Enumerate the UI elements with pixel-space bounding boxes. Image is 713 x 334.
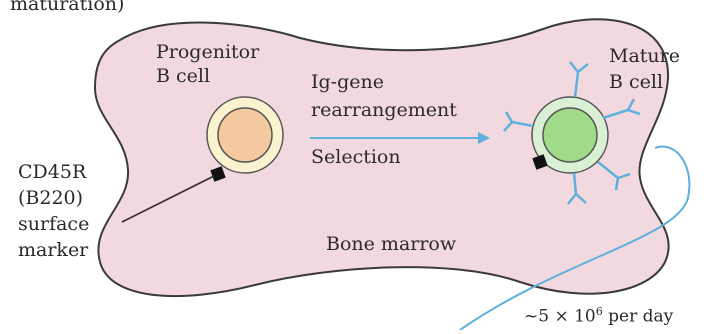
marker-label-line3: surface xyxy=(18,212,89,237)
process-label-line3: Selection xyxy=(311,145,401,170)
rate-exponent: 6 xyxy=(596,305,603,318)
mature-label-line1: Mature xyxy=(609,44,680,69)
production-rate-label: ~5 × 106 per day xyxy=(524,299,673,330)
process-label-line2: rearrangement xyxy=(311,98,457,123)
rate-suffix: per day xyxy=(603,307,674,327)
marker-label-line2: (B220) xyxy=(18,186,83,211)
rate-prefix: ~5 × 10 xyxy=(524,307,596,327)
progenitor-nucleus xyxy=(218,108,272,162)
header-fragment: maturation) xyxy=(10,0,124,17)
bone-marrow-label: Bone marrow xyxy=(326,232,456,257)
marker-label-line4: marker xyxy=(18,238,88,263)
marker-label-line1: CD45R xyxy=(18,160,86,185)
progenitor-label-line2: B cell xyxy=(156,64,210,89)
mature-label-line2: B cell xyxy=(609,70,663,95)
progenitor-label-line1: Progenitor xyxy=(156,40,259,65)
process-label-line1: Ig-gene xyxy=(311,70,384,95)
mature-nucleus xyxy=(543,108,597,162)
